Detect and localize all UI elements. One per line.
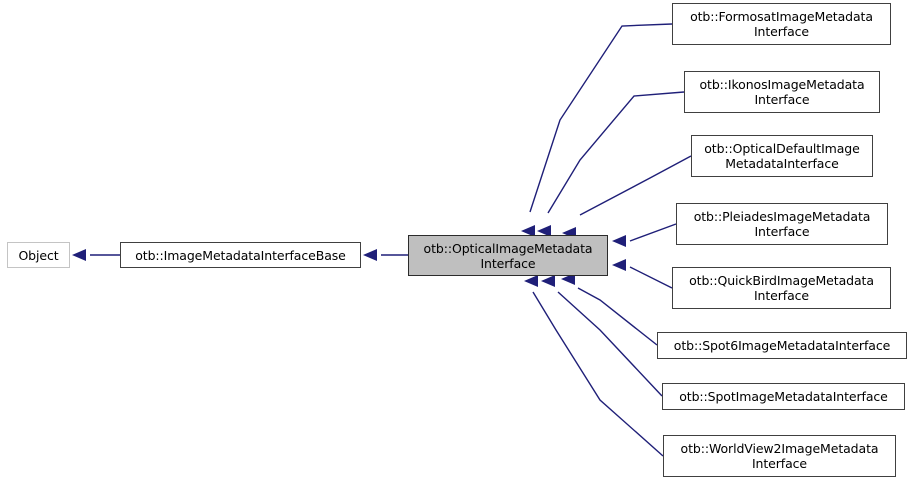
class-node-imagemetadatainterfacebase[interactable]: otb::ImageMetadataInterfaceBase: [120, 242, 361, 268]
class-node-object[interactable]: Object: [7, 242, 70, 268]
class-node-spot[interactable]: otb::SpotImageMetadataInterface: [662, 383, 905, 410]
inheritance-edge: [547, 91, 685, 214]
class-node-quickbird[interactable]: otb::QuickBirdImageMetadata Interface: [672, 267, 891, 309]
class-node-worldview2[interactable]: otb::WorldView2ImageMetadata Interface: [663, 435, 896, 477]
arrowhead-icon: [363, 249, 377, 261]
class-node-label: Object: [18, 247, 59, 263]
class-node-label: otb::OpticalImageMetadata Interface: [423, 240, 593, 271]
class-node-pleiades[interactable]: otb::PleiadesImageMetadata Interface: [676, 203, 888, 245]
class-node-label: otb::SpotImageMetadataInterface: [679, 389, 888, 404]
arrowhead-icon: [612, 235, 626, 247]
inheritance-edge: [532, 291, 664, 457]
arrowhead-icon: [541, 275, 555, 287]
class-node-opticaldefault[interactable]: otb::OpticalDefaultImage MetadataInterfa…: [691, 135, 873, 177]
class-node-ikonos[interactable]: otb::IkonosImageMetadata Interface: [684, 71, 880, 113]
class-node-formosat[interactable]: otb::FormosatImageMetadata Interface: [672, 3, 891, 45]
arrowhead-icon: [612, 259, 626, 271]
inheritance-edge: [557, 291, 663, 397]
inheritance-edge: [577, 287, 658, 346]
arrowhead-icon: [72, 249, 86, 261]
class-node-label: otb::OpticalDefaultImage MetadataInterfa…: [704, 141, 860, 171]
class-node-label: otb::PleiadesImageMetadata Interface: [693, 209, 871, 239]
class-node-spot6[interactable]: otb::Spot6ImageMetadataInterface: [657, 332, 907, 359]
class-node-opticalimagemetadatainterface[interactable]: otb::OpticalImageMetadata Interface: [408, 235, 608, 276]
arrowhead-icon: [524, 275, 538, 287]
inheritance-edge: [579, 155, 692, 216]
inheritance-edge: [529, 23, 673, 213]
class-node-label: otb::QuickBirdImageMetadata Interface: [689, 273, 874, 303]
class-node-label: otb::WorldView2ImageMetadata Interface: [680, 441, 879, 471]
class-node-label: otb::FormosatImageMetadata Interface: [690, 9, 873, 39]
inheritance-edge: [629, 223, 677, 242]
class-node-label: otb::IkonosImageMetadata Interface: [699, 77, 865, 107]
class-node-label: otb::ImageMetadataInterfaceBase: [135, 247, 346, 263]
inheritance-edge: [629, 266, 673, 289]
class-node-label: otb::Spot6ImageMetadataInterface: [673, 338, 891, 353]
